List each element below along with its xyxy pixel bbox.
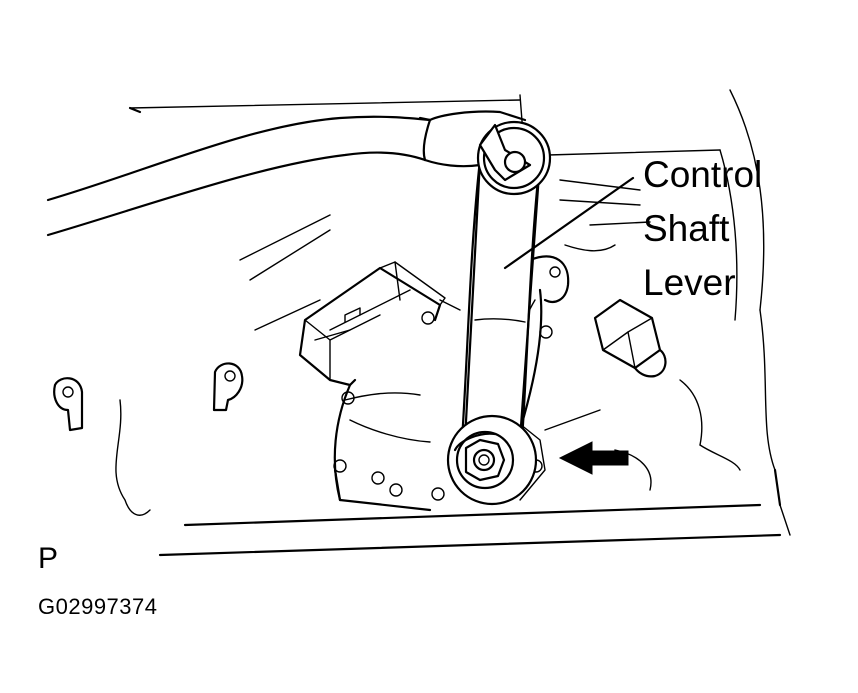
neutral-switch-body xyxy=(298,255,570,512)
callout-line-3: Lever xyxy=(643,262,736,303)
callout-line-2: Shaft xyxy=(643,208,730,249)
case-outline xyxy=(115,89,791,557)
callout-label: Control Shaft Lever xyxy=(643,148,762,310)
bracket-tabs xyxy=(53,362,244,432)
view-letter: P xyxy=(38,542,59,575)
shift-cable xyxy=(46,110,527,237)
callout-leader xyxy=(503,176,635,270)
arrow-left-icon xyxy=(558,441,629,475)
flange-holes xyxy=(333,266,561,501)
callout-line-1: Control xyxy=(643,154,763,195)
hex-fitting xyxy=(593,298,667,378)
control-shaft-lever xyxy=(446,120,552,506)
figure-id: G02997374 xyxy=(38,594,158,619)
